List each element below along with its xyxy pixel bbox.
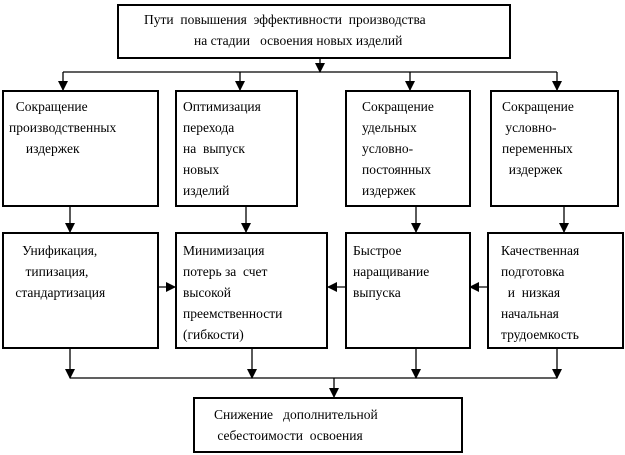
box-text: Минимизация — [183, 243, 265, 258]
box-text: Оптимизация — [183, 99, 261, 114]
box-text: на выпуск — [183, 141, 245, 156]
box-text: условно- — [502, 120, 557, 135]
box-text: и низкая — [501, 285, 561, 300]
box-optimize-transition: Оптимизация перехода на выпуск новых изд… — [175, 90, 298, 207]
box-text: Пути повышения эффективности производств… — [144, 12, 426, 27]
box-text: (гибкости) — [183, 327, 244, 342]
box-text: изделий — [183, 183, 230, 198]
box-text: постоянных — [362, 162, 431, 177]
box-text: на стадии освоения новых изделий — [194, 33, 403, 48]
box-text: наращивание — [353, 264, 430, 279]
box-text: Быстрое — [353, 243, 402, 258]
box-text: издержек — [362, 183, 416, 198]
box-text: Качественная — [501, 243, 580, 258]
box-text: потерь за счет — [183, 264, 268, 279]
box-text: преемственности — [183, 306, 283, 321]
box-text: переменных — [502, 141, 573, 156]
box-text: удельных — [362, 120, 417, 135]
box-text: типизация, — [12, 264, 89, 279]
box-text: высокой — [183, 285, 232, 300]
box-text: Сокращение — [502, 99, 574, 114]
top-box: Пути повышения эффективности производств… — [117, 4, 511, 59]
box-unification: Унификация, типизация, стандартизация — [2, 232, 159, 349]
box-text: Унификация, — [12, 243, 98, 258]
box-text: трудоемкость — [501, 327, 579, 342]
box-reduce-fixed-costs: Сокращение удельных условно- постоянных … — [345, 90, 471, 207]
box-quality-preparation: Качественная подготовка и низкая начальн… — [487, 232, 624, 349]
box-text: себестоимости освоения — [214, 428, 363, 443]
box-text: Сокращение — [9, 99, 88, 114]
box-text: условно- — [362, 141, 414, 156]
bottom-box: Снижение дополнительной себестоимости ос… — [193, 397, 463, 453]
box-text: Снижение дополнительной — [214, 407, 378, 422]
box-text: новых — [183, 162, 220, 177]
box-reduce-production-costs: Сокращение производственных издержек — [2, 90, 159, 207]
box-fast-ramp-up: Быстрое наращивание выпуска — [345, 232, 471, 349]
box-text: издержек — [9, 141, 80, 156]
box-text: издержек — [502, 162, 563, 177]
box-text: стандартизация — [12, 285, 106, 300]
box-reduce-variable-costs: Сокращение условно- переменных издержек — [490, 90, 619, 207]
box-text: подготовка — [501, 264, 565, 279]
box-text: Сокращение — [362, 99, 434, 114]
box-text: перехода — [183, 120, 235, 135]
box-text: начальная — [501, 306, 559, 321]
box-text: производственных — [9, 120, 117, 135]
box-text: выпуска — [353, 285, 401, 300]
box-minimize-losses: Минимизация потерь за счет высокой преем… — [175, 232, 328, 349]
